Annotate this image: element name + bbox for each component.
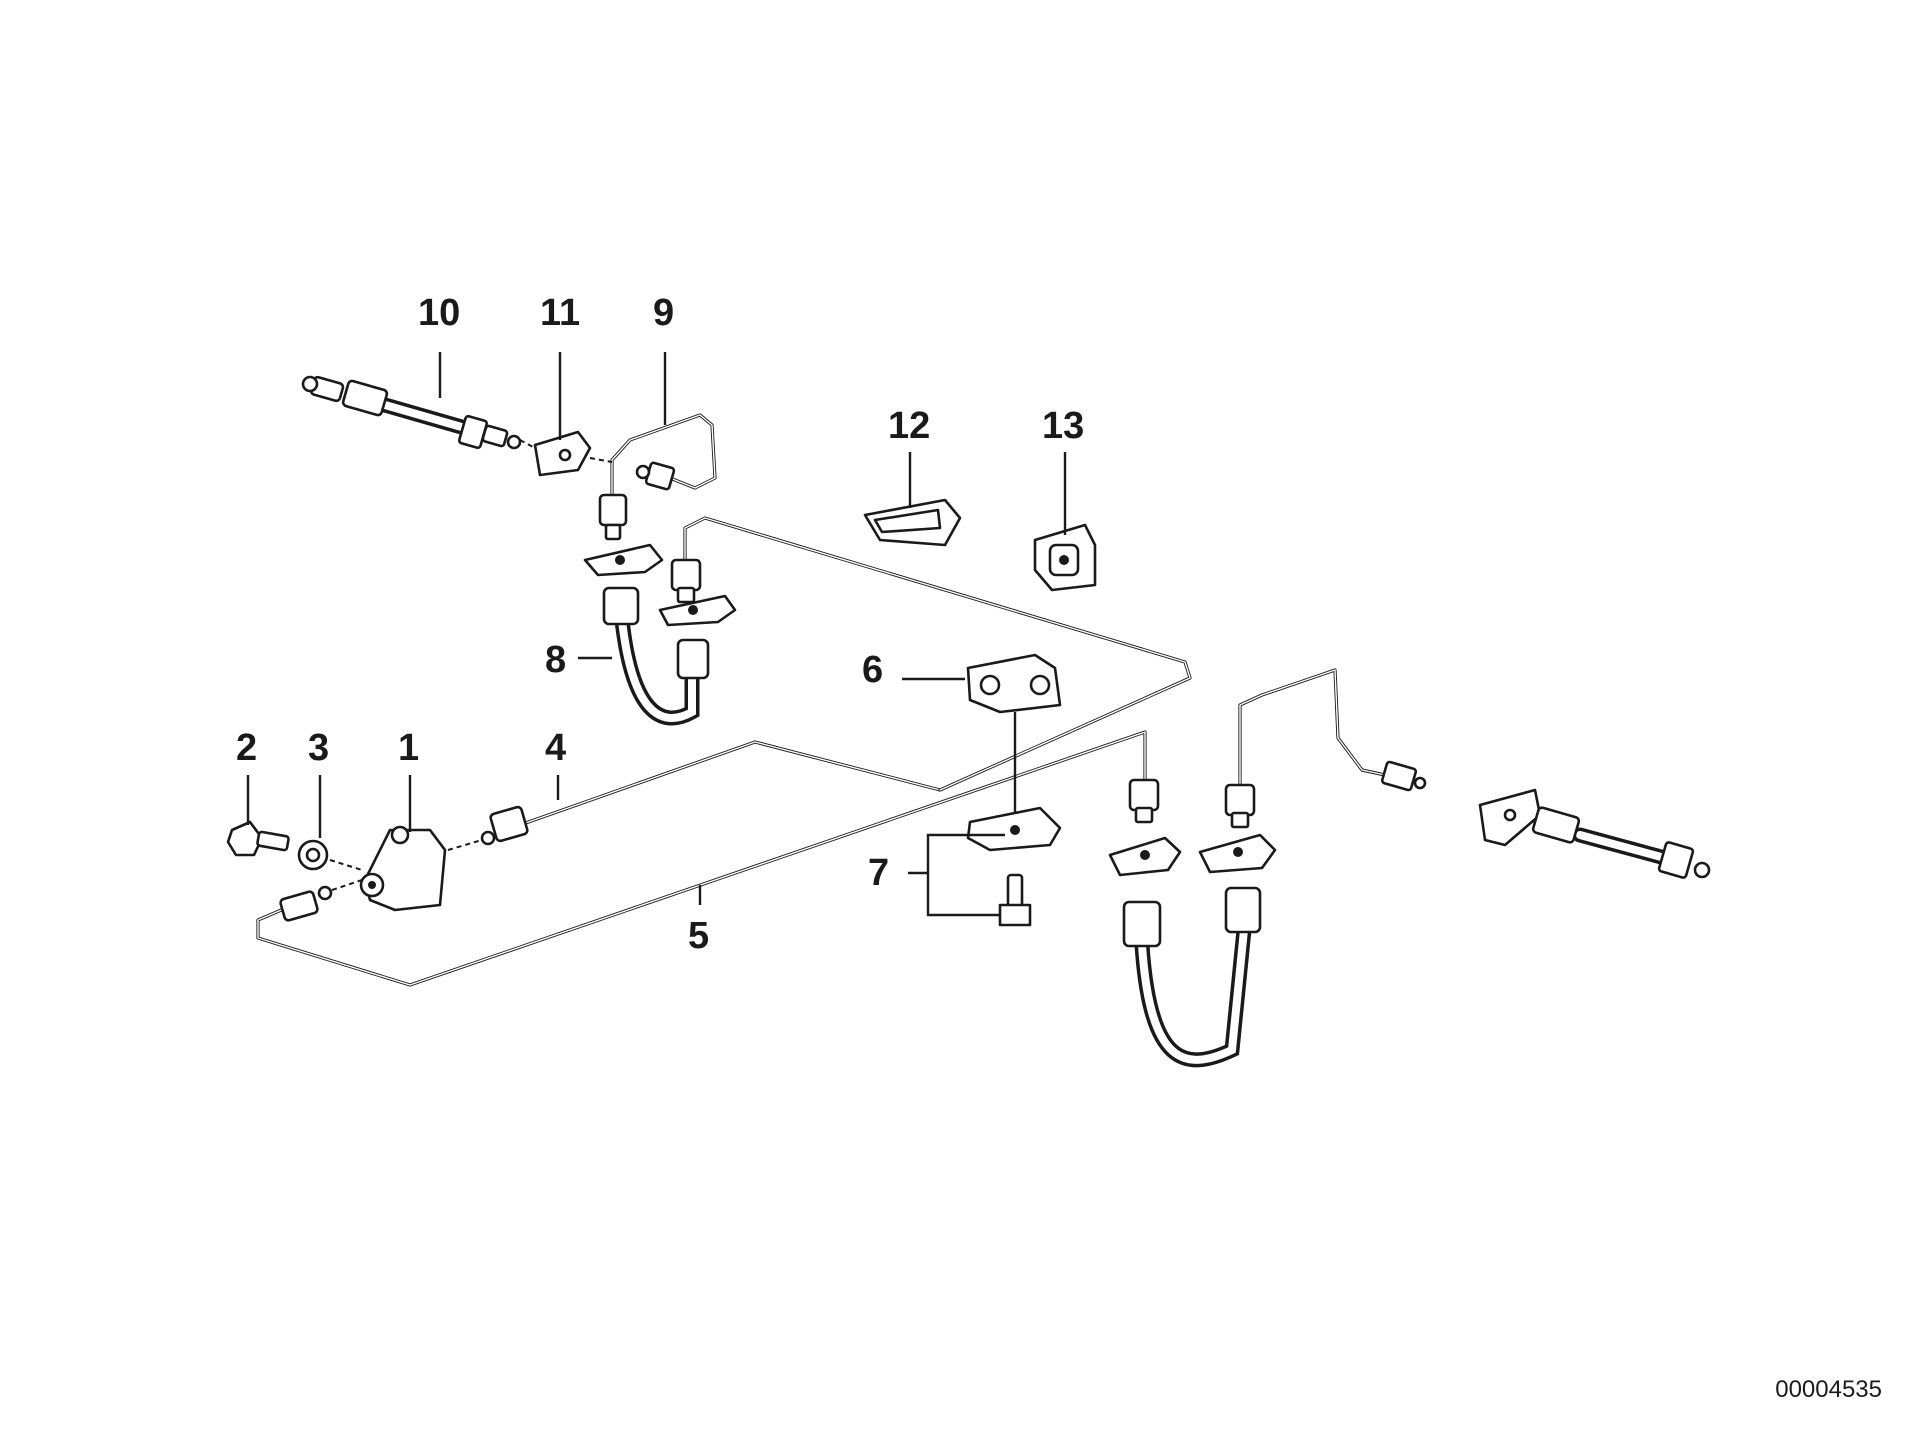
leader-lines	[246, 352, 1067, 917]
callout-7: 7	[868, 852, 889, 894]
part-7-screw	[998, 873, 1032, 927]
rear-fittings	[1122, 760, 1427, 948]
callout-12: 12	[888, 405, 930, 447]
callout-13: 13	[1042, 405, 1084, 447]
clip-rear-right	[1198, 833, 1277, 874]
part-1-tee	[359, 825, 447, 912]
part-5-fitting	[279, 879, 363, 922]
pipe-5	[256, 730, 1147, 987]
part-8-fittings	[602, 586, 710, 680]
callout-2: 2	[236, 727, 257, 769]
right-bracket	[1478, 788, 1711, 879]
pipe-rear-right	[1238, 668, 1387, 790]
part-4-fitting	[447, 805, 529, 851]
pipe-9	[610, 413, 717, 497]
callout-3: 3	[308, 727, 329, 769]
callout-4: 4	[545, 727, 566, 769]
brake-pipes	[256, 413, 1387, 987]
fitting-front-cross	[670, 558, 702, 604]
hose-8	[614, 612, 700, 726]
hose-rear	[1134, 912, 1253, 1068]
callout-1: 1	[398, 727, 419, 769]
part-11-bracket	[519, 430, 613, 477]
part-7-clip	[966, 806, 1062, 852]
pipe-front-cross	[683, 516, 1192, 792]
clip-rear-left	[1108, 836, 1182, 877]
part-13-grommet	[1033, 523, 1097, 592]
pipe-4	[518, 740, 942, 827]
hose-10	[377, 397, 473, 436]
part-9-fittings	[598, 461, 676, 541]
callout-9: 9	[653, 292, 674, 334]
callout-5: 5	[688, 915, 709, 957]
part-10-hose-assembly	[301, 375, 522, 450]
parts	[226, 375, 1711, 948]
clip-front-left-b	[658, 594, 737, 627]
part-2-bolt	[226, 820, 290, 857]
hose-right	[1572, 827, 1673, 866]
callout-labels: 10 11 9 12 13 8 6 2 3 1 4 7 5	[236, 292, 1084, 957]
part-12-clip	[863, 498, 962, 547]
callout-6: 6	[862, 649, 883, 691]
callout-10: 10	[418, 292, 460, 334]
part-6-pipe-holder	[966, 653, 1062, 830]
clip-front-left-a	[583, 543, 664, 577]
brake-hoses	[377, 397, 1673, 1068]
part-3-seal-ring	[297, 839, 363, 871]
reference-number: 00004535	[1775, 1376, 1882, 1403]
callout-11: 11	[540, 292, 580, 334]
callout-8: 8	[545, 639, 566, 681]
